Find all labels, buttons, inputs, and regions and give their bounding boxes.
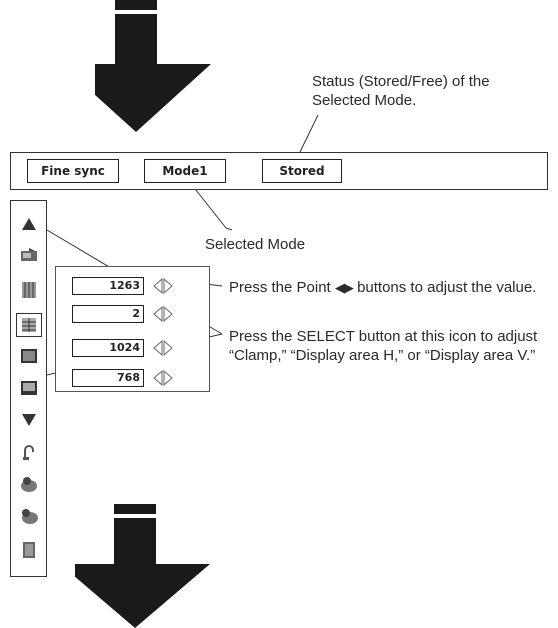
menu-bar: Fine sync Mode1 Stored [10, 152, 548, 190]
point-callout-pre: Press the Point [229, 279, 331, 296]
sidebar-menu [10, 200, 47, 577]
mode-field[interactable]: Mode1 [144, 159, 226, 183]
point-left-right-icon[interactable] [152, 370, 174, 386]
total-dots-icon[interactable] [19, 281, 39, 299]
mode-free-icon[interactable] [19, 475, 39, 493]
reset-icon[interactable] [19, 443, 39, 461]
top-down-arrow-icon [95, 0, 211, 132]
status-field: Stored [262, 159, 342, 183]
point-left-right-icon[interactable] [152, 340, 174, 356]
fine-sync-field: Fine sync [27, 159, 119, 183]
point-callout: Press the Point ◀▶ buttons to adjust the… [229, 278, 549, 297]
down-arrow-icon[interactable] [19, 411, 39, 429]
store-icon[interactable] [19, 507, 39, 525]
value-panel: 1263 2 1024 768 [55, 266, 210, 392]
bottom-down-arrow-icon [75, 504, 210, 628]
up-arrow-icon[interactable] [19, 215, 39, 233]
select-callout: Press the SELECT button at this icon to … [229, 328, 538, 364]
display-v-icon[interactable] [19, 379, 39, 397]
point-left-right-icon: ◀▶ [334, 280, 354, 295]
value-field-4[interactable]: 768 [72, 369, 144, 387]
position-icon[interactable] [16, 313, 42, 337]
value-field-1[interactable]: 1263 [72, 277, 144, 295]
selected-mode-callout: Selected Mode [205, 236, 306, 253]
point-left-right-icon[interactable] [152, 278, 174, 294]
status-callout: Status (Stored/Free) of the Selected Mod… [312, 73, 490, 109]
fine-sync-icon[interactable] [19, 247, 39, 265]
display-h-icon[interactable] [19, 347, 39, 365]
quit-icon[interactable] [19, 541, 39, 559]
value-field-3[interactable]: 1024 [72, 339, 144, 357]
point-callout-post: buttons to adjust the value. [357, 279, 537, 296]
point-left-right-icon[interactable] [152, 306, 174, 322]
value-field-2[interactable]: 2 [72, 305, 144, 323]
